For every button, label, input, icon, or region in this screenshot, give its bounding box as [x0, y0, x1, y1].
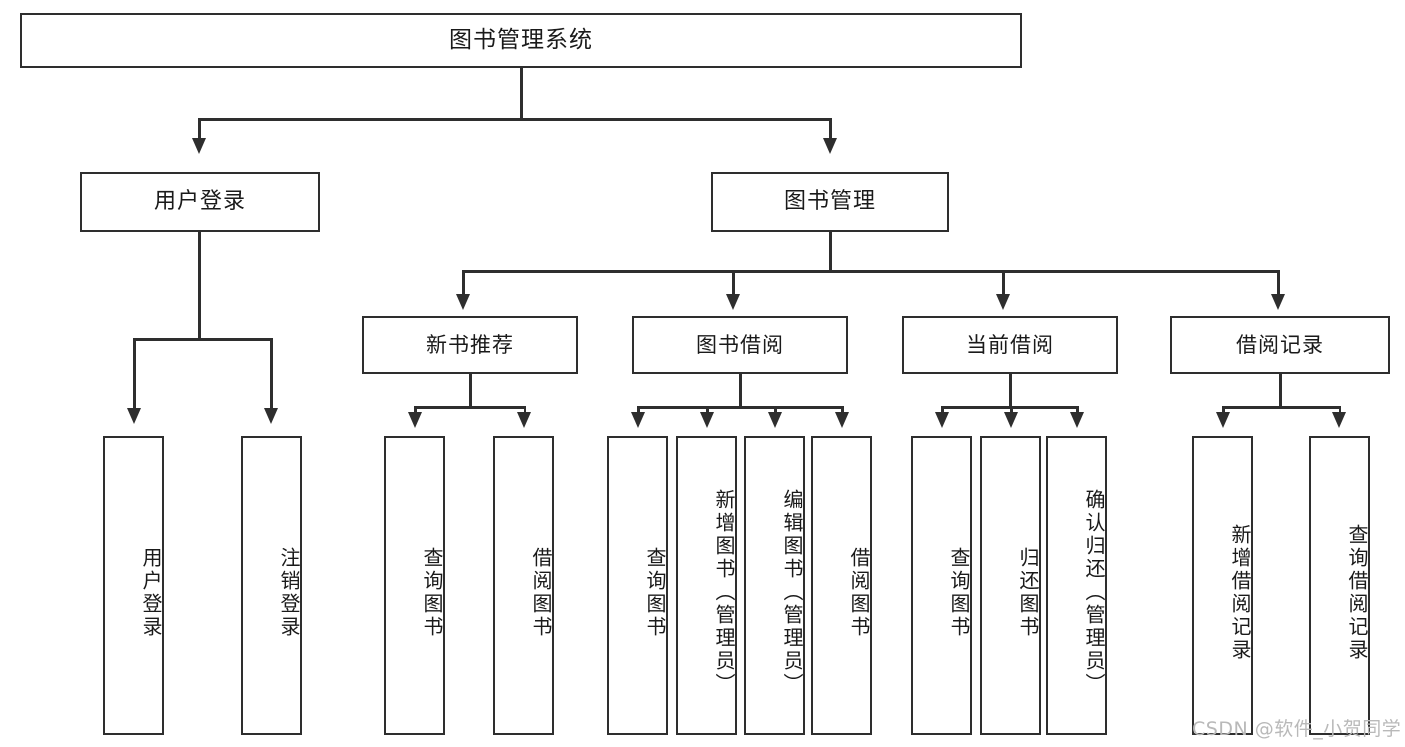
- edge-borrow-record-bus: [1222, 406, 1341, 409]
- arrowhead-book-borrow: [725, 294, 740, 310]
- leaf-logout[interactable]: 注销登录: [241, 436, 302, 735]
- arrowhead-bb-leaf-1: [630, 412, 645, 428]
- node-label: 当前借阅: [966, 332, 1054, 357]
- edge-to-book-borrow: [732, 270, 735, 298]
- leaf-query-book-borrow[interactable]: 查询图书: [607, 436, 668, 735]
- node-borrow-record[interactable]: 借阅记录: [1170, 316, 1390, 374]
- edge-level3-bus: [462, 270, 1280, 273]
- edge-br-leaf-1: [1222, 406, 1225, 414]
- node-label: 用户登录: [139, 546, 163, 639]
- node-label: 注销登录: [277, 546, 301, 639]
- node-label: 编辑图书（管理员）: [780, 489, 804, 696]
- leaf-return-book[interactable]: 归还图书: [980, 436, 1041, 735]
- edge-book-borrow-stem: [739, 374, 742, 408]
- node-label: 借阅图书: [529, 546, 553, 639]
- arrowhead-leaf-logout: [263, 408, 278, 424]
- arrowhead-cb-leaf-2: [1003, 412, 1018, 428]
- node-user-login[interactable]: 用户登录: [80, 172, 320, 232]
- edge-borrow-record-stem: [1279, 374, 1282, 408]
- node-label: 查询图书: [947, 546, 971, 639]
- edge-cb-leaf-3: [1076, 406, 1079, 414]
- arrowhead-nb-leaf-2: [517, 412, 531, 428]
- edge-to-new-book-recommend: [462, 270, 465, 298]
- node-label: 图书管理系统: [449, 27, 593, 54]
- arrowhead-leaf-user-login: [126, 408, 141, 424]
- edge-to-current-borrow: [1002, 270, 1005, 298]
- edge-br-leaf-2: [1338, 406, 1341, 414]
- edge-nb-leaf-2: [523, 406, 526, 414]
- edge-level2-bus: [198, 118, 832, 121]
- edge-cb-leaf-2: [1010, 406, 1013, 414]
- node-label: 归还图书: [1016, 546, 1040, 639]
- arrowhead-cb-leaf-3: [1069, 412, 1084, 428]
- leaf-query-book-current[interactable]: 查询图书: [911, 436, 972, 735]
- node-current-borrow[interactable]: 当前借阅: [902, 316, 1118, 374]
- edge-to-leaf-user-login: [133, 338, 136, 412]
- leaf-borrow-book[interactable]: 借阅图书: [811, 436, 872, 735]
- node-book-borrow[interactable]: 图书借阅: [632, 316, 848, 374]
- arrowhead-borrow-record: [1270, 294, 1285, 310]
- node-label: 图书借阅: [696, 332, 784, 357]
- edge-to-leaf-logout: [270, 338, 273, 412]
- arrowhead-bb-leaf-3: [767, 412, 782, 428]
- edge-book-borrow-bus: [637, 406, 843, 409]
- leaf-confirm-return-admin[interactable]: 确认归还（管理员）: [1046, 436, 1107, 735]
- arrowhead-br-leaf-1: [1215, 412, 1230, 428]
- leaf-borrow-book-recommend[interactable]: 借阅图书: [493, 436, 554, 735]
- arrowhead-br-leaf-2: [1332, 412, 1346, 428]
- node-root-system[interactable]: 图书管理系统: [20, 13, 1022, 68]
- leaf-edit-book-admin[interactable]: 编辑图书（管理员）: [744, 436, 805, 735]
- arrowhead-bb-leaf-4: [834, 412, 849, 428]
- node-label: 查询图书: [420, 546, 444, 639]
- node-label: 确认归还（管理员）: [1082, 489, 1106, 696]
- edge-current-borrow-bus: [941, 406, 1078, 409]
- node-label: 查询图书: [643, 546, 667, 639]
- edge-new-book-stem: [469, 374, 472, 408]
- edge-book-manage-stem: [829, 232, 832, 272]
- edge-bb-leaf-3: [774, 406, 777, 414]
- node-book-management[interactable]: 图书管理: [711, 172, 949, 232]
- node-label: 新增图书（管理员）: [712, 489, 736, 696]
- node-label: 新增借阅记录: [1228, 523, 1252, 662]
- arrowhead-cb-leaf-1: [934, 412, 949, 428]
- leaf-add-book-admin[interactable]: 新增图书（管理员）: [676, 436, 737, 735]
- arrowhead-current-borrow: [995, 294, 1010, 310]
- node-label: 借阅记录: [1236, 332, 1324, 357]
- edge-to-book-manage: [829, 118, 832, 142]
- leaf-add-borrow-record[interactable]: 新增借阅记录: [1192, 436, 1253, 735]
- edge-cb-leaf-1: [941, 406, 944, 414]
- edge-to-user-login: [198, 118, 201, 142]
- edge-current-borrow-stem: [1009, 374, 1012, 408]
- node-label: 用户登录: [153, 189, 246, 215]
- arrowhead-new-book-recommend: [455, 294, 470, 310]
- leaf-query-borrow-record[interactable]: 查询借阅记录: [1309, 436, 1370, 735]
- edge-bb-leaf-2: [706, 406, 709, 414]
- edge-user-login-stem: [198, 232, 201, 340]
- edge-to-borrow-record: [1277, 270, 1280, 298]
- edge-nb-leaf-1: [414, 406, 417, 414]
- edge-user-login-bus: [133, 338, 270, 341]
- node-label: 借阅图书: [847, 546, 871, 639]
- edge-bb-leaf-1: [637, 406, 640, 414]
- edge-new-book-bus: [414, 406, 526, 409]
- arrowhead-bb-leaf-2: [699, 412, 714, 428]
- node-new-book-recommend[interactable]: 新书推荐: [362, 316, 578, 374]
- node-label: 图书管理: [783, 189, 876, 215]
- edge-root-stem: [520, 68, 523, 120]
- arrowhead-nb-leaf-1: [407, 412, 422, 428]
- arrowhead-book-manage: [822, 138, 837, 154]
- node-label: 查询借阅记录: [1345, 523, 1369, 662]
- leaf-query-book-recommend[interactable]: 查询图书: [384, 436, 445, 735]
- arrowhead-user-login: [191, 138, 206, 154]
- leaf-user-login[interactable]: 用户登录: [103, 436, 164, 735]
- edge-bb-leaf-4: [841, 406, 844, 414]
- node-label: 新书推荐: [426, 332, 514, 357]
